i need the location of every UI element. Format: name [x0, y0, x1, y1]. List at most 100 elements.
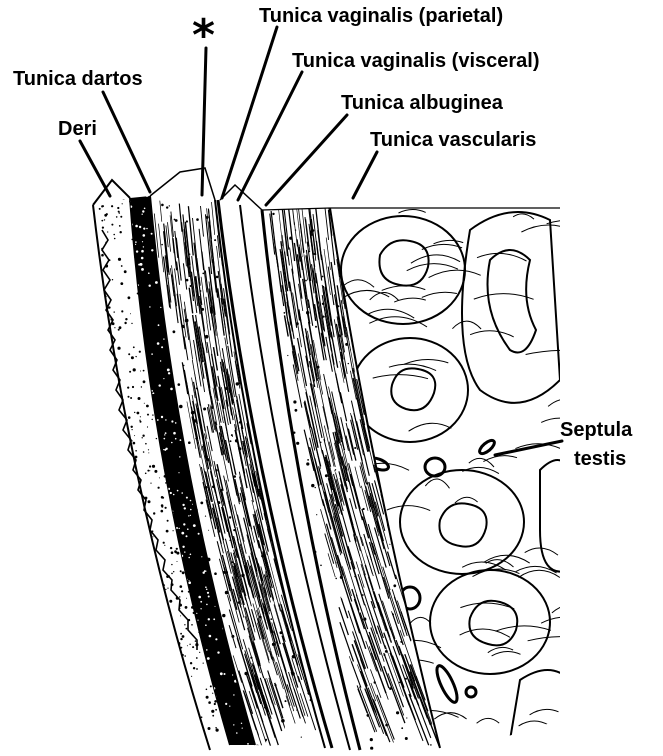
stipple-dot — [250, 334, 252, 336]
stipple-dot — [232, 436, 233, 437]
stipple-dot — [170, 388, 173, 391]
stipple-dot — [163, 677, 165, 679]
stipple-dot — [149, 743, 151, 745]
stipple-dot — [111, 543, 114, 546]
stipple-dot — [116, 216, 118, 218]
stipple-dot — [96, 522, 99, 525]
stipple-dot — [160, 738, 162, 740]
seminiferous-tubule — [400, 470, 524, 574]
stipple-dot — [156, 494, 159, 497]
stipple-dot — [243, 326, 244, 327]
stipple-dot — [201, 716, 203, 718]
stipple-dot — [145, 582, 147, 584]
stipple-dot — [149, 639, 152, 642]
stipple-dot — [227, 609, 228, 610]
stipple-dot — [177, 372, 179, 374]
stipple-dot — [184, 632, 186, 634]
stipple-dot — [218, 512, 219, 513]
stipple-dot — [219, 601, 220, 602]
stipple-dot — [190, 662, 192, 664]
stipple-dot — [244, 197, 245, 198]
stipple-dot — [230, 440, 232, 442]
stipple-dot — [197, 620, 198, 621]
stipple-dot — [341, 221, 342, 222]
stipple-dot — [118, 532, 120, 534]
stipple-dot — [167, 369, 170, 372]
stipple-dot — [160, 225, 161, 226]
stipple-dot — [109, 259, 111, 261]
stipple-dot — [118, 258, 121, 261]
stipple-dot — [132, 617, 134, 619]
stipple-dot — [101, 250, 102, 251]
stipple-dot — [233, 503, 234, 504]
stipple-dot — [335, 469, 336, 470]
stipple-dot — [436, 506, 438, 508]
stipple-dot — [193, 705, 196, 708]
stipple-dot — [151, 233, 153, 235]
stipple-dot — [191, 742, 193, 744]
stipple-dot — [212, 693, 213, 694]
stipple-dot — [139, 741, 140, 742]
stipple-dot — [282, 454, 284, 456]
stipple-dot — [164, 434, 165, 435]
stipple-dot — [416, 358, 417, 359]
stipple-dot — [102, 354, 104, 356]
stipple-dot — [116, 674, 117, 675]
stipple-dot — [195, 481, 197, 483]
stipple-dot — [180, 679, 183, 682]
stipple-dot — [128, 353, 130, 355]
stipple-dot — [132, 503, 135, 506]
fiber-stroke — [193, 218, 199, 271]
stipple-dot — [153, 680, 155, 682]
stipple-dot — [148, 620, 149, 621]
stipple-dot — [148, 449, 149, 450]
stipple-dot — [320, 442, 322, 444]
stipple-dot — [190, 500, 192, 502]
stipple-dot — [203, 572, 205, 574]
stipple-dot — [189, 692, 190, 693]
stipple-dot — [228, 235, 229, 236]
stipple-dot — [161, 510, 164, 513]
stipple-dot — [179, 232, 181, 234]
stipple-dot — [312, 229, 315, 232]
stipple-dot — [152, 419, 153, 420]
stipple-dot — [101, 205, 103, 207]
stipple-dot — [206, 523, 209, 526]
stipple-dot — [203, 408, 206, 411]
stipple-dot — [354, 447, 356, 449]
stipple-dot — [177, 734, 180, 737]
stipple-dot — [92, 265, 94, 267]
stipple-dot — [411, 572, 412, 573]
stipple-dot — [125, 671, 128, 674]
stipple-dot — [166, 530, 169, 533]
stipple-dot — [121, 310, 123, 312]
stipple-dot — [218, 554, 219, 555]
stipple-dot — [91, 310, 93, 312]
stipple-dot — [269, 517, 270, 518]
stipple-dot — [142, 579, 144, 581]
stipple-dot — [206, 696, 209, 699]
stipple-dot — [188, 581, 191, 584]
stipple-dot — [208, 689, 211, 692]
stipple-dot — [287, 429, 290, 432]
stipple-dot — [168, 673, 171, 676]
stipple-dot — [184, 507, 186, 509]
stipple-dot — [435, 702, 438, 705]
stipple-dot — [225, 741, 228, 744]
stipple-dot — [164, 545, 165, 546]
stipple-dot — [139, 729, 141, 731]
stipple-dot — [171, 711, 172, 712]
stipple-dot — [140, 506, 143, 509]
stipple-dot — [194, 477, 196, 479]
fiber-stroke — [326, 238, 330, 270]
stipple-dot — [182, 504, 184, 506]
stipple-dot — [206, 414, 208, 416]
stipple-dot — [153, 623, 156, 626]
stipple-dot — [129, 708, 131, 710]
stipple-dot — [163, 726, 164, 727]
stipple-dot — [140, 601, 143, 604]
fiber-stroke — [355, 467, 361, 488]
stipple-dot — [116, 733, 119, 736]
interstitial-fiber — [528, 637, 582, 641]
stipple-dot — [137, 393, 139, 395]
